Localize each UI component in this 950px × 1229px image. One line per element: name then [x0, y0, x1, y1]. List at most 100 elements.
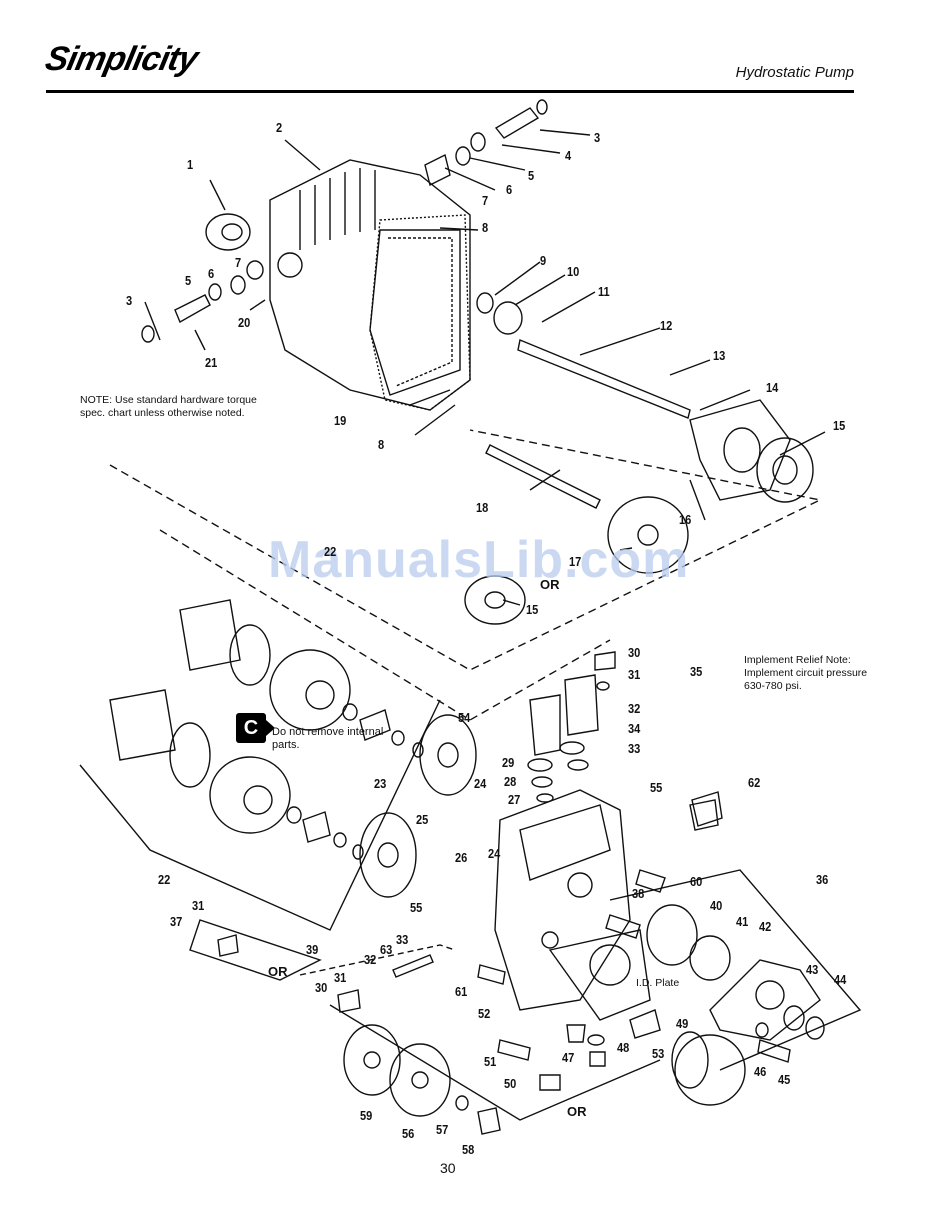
callout: 4: [565, 148, 572, 163]
callout: 9: [540, 253, 547, 268]
callout: 54: [458, 710, 471, 725]
callout: 17: [569, 554, 582, 569]
cylinder-block-upper: [179, 599, 424, 758]
callout: 41: [736, 914, 749, 929]
callout: 26: [455, 850, 468, 865]
callout: 16: [679, 512, 692, 527]
callout: 8: [378, 437, 385, 452]
callout: 27: [508, 792, 521, 807]
id-plate-label: I.D. Plate: [636, 977, 680, 989]
shaft-21: [174, 294, 211, 323]
callout: 14: [766, 380, 779, 395]
callout: 13: [713, 348, 726, 363]
callout: 22: [158, 872, 171, 887]
callout: 30: [628, 645, 641, 660]
or-label: OR: [268, 964, 288, 979]
callout: 63: [380, 942, 393, 957]
callout: 49: [676, 1016, 689, 1031]
bearing: [205, 213, 251, 251]
callout: 53: [652, 1046, 665, 1061]
callout: 32: [628, 701, 641, 716]
callout: 3: [594, 130, 601, 145]
callout: 32: [364, 952, 377, 967]
callout: 43: [806, 962, 819, 977]
callout: 59: [360, 1108, 373, 1123]
callout: 61: [455, 984, 468, 999]
callout: 57: [436, 1122, 449, 1137]
pin-4: [494, 107, 540, 139]
output-shaft: [485, 444, 601, 509]
callout: 30: [315, 980, 328, 995]
callout: 60: [690, 874, 703, 889]
callout: 24: [488, 846, 501, 861]
callout: 22: [324, 544, 337, 559]
callout: 55: [650, 780, 663, 795]
cylinder-block-lower: [109, 689, 364, 860]
callout: 20: [238, 315, 251, 330]
callout-badge: C: [236, 713, 266, 743]
pump-housing: [269, 159, 471, 411]
header-rule: [46, 90, 854, 93]
watermark: ManualsLib.com: [268, 531, 690, 589]
callout: 12: [660, 318, 673, 333]
note-internal: Do not remove internal parts.: [272, 726, 384, 751]
callout: 5: [528, 168, 535, 183]
callout: 42: [759, 919, 772, 934]
page-title: Hydrostatic Pump: [735, 64, 854, 81]
callout: 10: [567, 264, 580, 279]
callout: 37: [170, 914, 183, 929]
note-hardware: NOTE: Use standard hardware torque spec.…: [80, 394, 257, 419]
callout: 50: [504, 1076, 517, 1091]
callout: 25: [416, 812, 429, 827]
callout: 55: [410, 900, 423, 915]
callout: 24: [474, 776, 487, 791]
or-label: OR: [540, 577, 560, 592]
callout: 31: [192, 898, 205, 913]
plate-17: [607, 496, 689, 574]
callout: 6: [506, 182, 513, 197]
callout: 23: [374, 776, 387, 791]
thrust-washer: [756, 437, 814, 503]
callout: 47: [562, 1050, 575, 1065]
callout: 31: [628, 667, 641, 682]
callout: 28: [504, 774, 517, 789]
valve-body: [494, 789, 651, 1021]
callout: 45: [778, 1072, 791, 1087]
callout: 1: [187, 157, 194, 172]
callout: 2: [276, 120, 283, 135]
callout: 33: [628, 741, 641, 756]
callout: 21: [205, 355, 218, 370]
callout: 18: [476, 500, 489, 515]
callout: 15: [526, 602, 539, 617]
callout: 56: [402, 1126, 415, 1141]
note-relief: Implement Relief Note: Implement circuit…: [744, 654, 868, 692]
callout: 62: [748, 775, 761, 790]
callout: 33: [396, 932, 409, 947]
callout: 8: [482, 220, 489, 235]
callout: 7: [482, 193, 489, 208]
callout: 3: [126, 293, 133, 308]
callout: 19: [334, 413, 347, 428]
callout: 31: [334, 970, 347, 985]
callout: 35: [690, 664, 703, 679]
callout: 48: [617, 1040, 630, 1055]
swashplate: [689, 399, 791, 501]
callout: 15: [833, 418, 846, 433]
callout: 52: [478, 1006, 491, 1021]
callout: 46: [754, 1064, 767, 1079]
callout: 6: [208, 266, 215, 281]
callout: 7: [235, 255, 242, 270]
callout: 44: [834, 972, 847, 987]
callout: 36: [816, 872, 829, 887]
callout: 39: [306, 942, 319, 957]
callout: 34: [628, 721, 641, 736]
callout: 11: [598, 284, 610, 299]
callout: 5: [185, 273, 192, 288]
callout: 40: [710, 898, 723, 913]
arrow-icon: [266, 720, 275, 736]
or-label: OR: [567, 1104, 587, 1119]
callout: 58: [462, 1142, 475, 1157]
callout: 51: [484, 1054, 497, 1069]
page-number: 30: [440, 1160, 456, 1176]
